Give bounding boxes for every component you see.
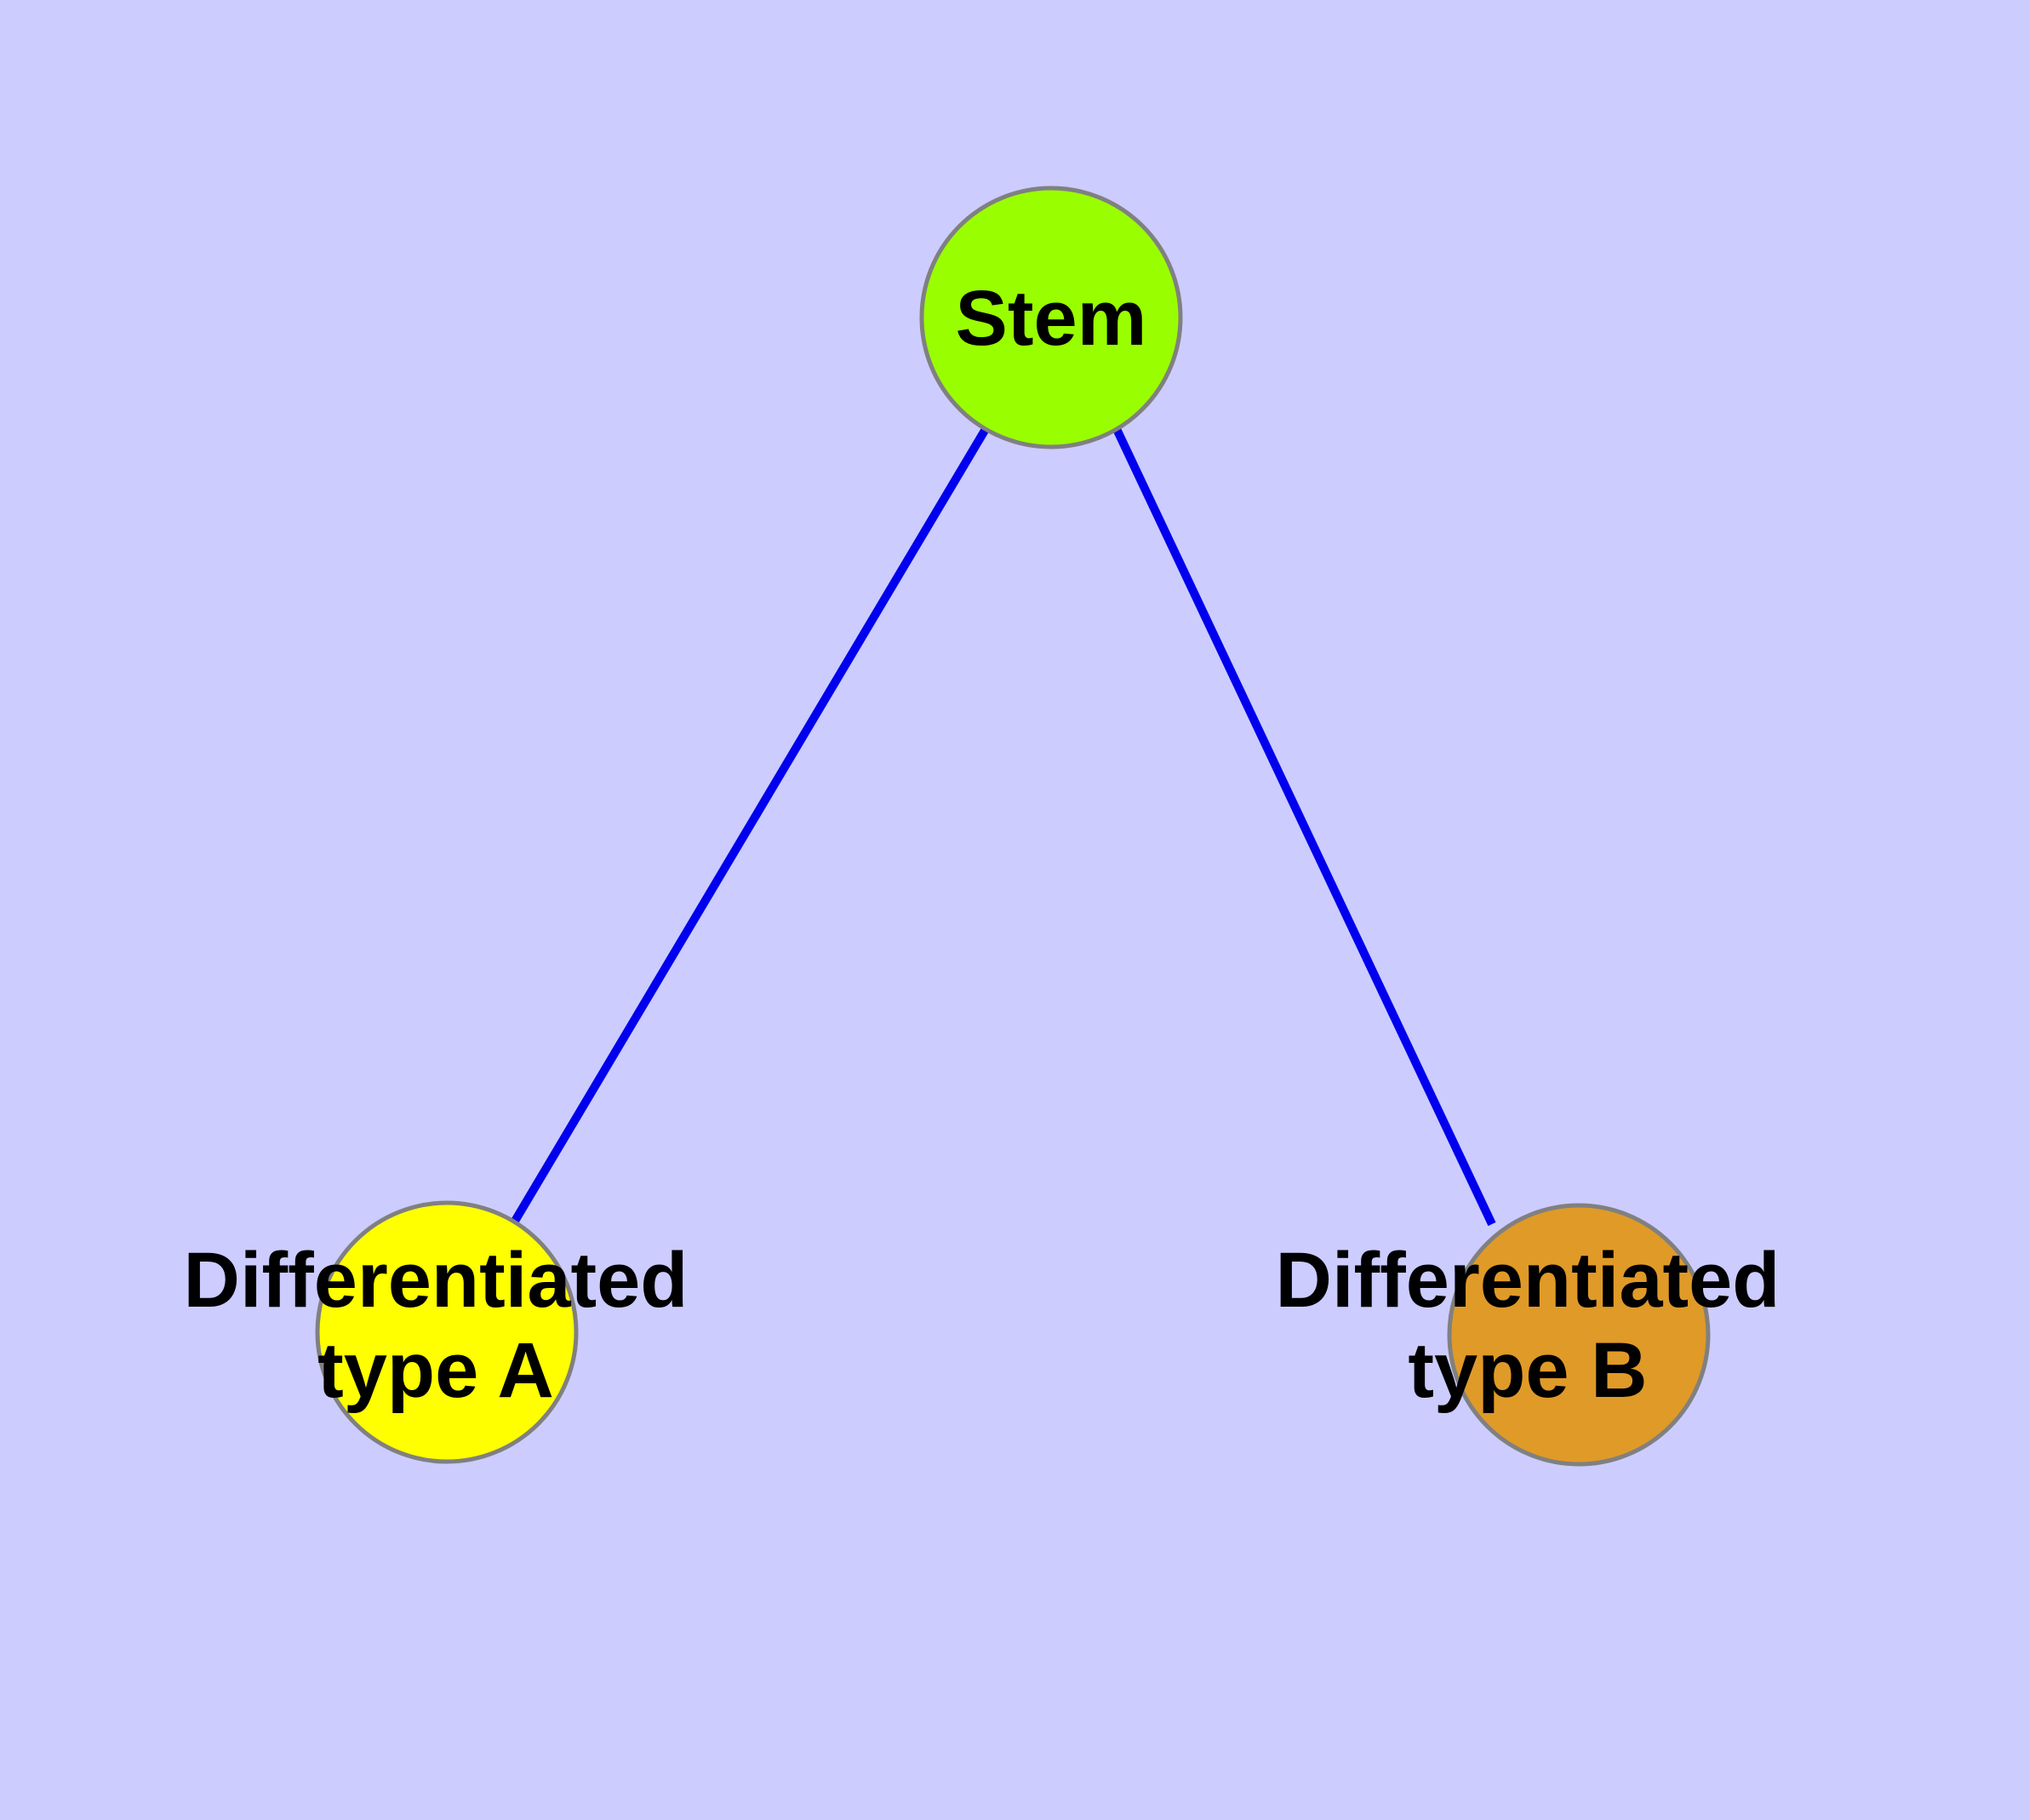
node-stem[interactable]: [919, 186, 1183, 449]
node-label-stem: Stem: [956, 275, 1147, 362]
nodes-layer: [315, 186, 1711, 1467]
edge-stem-to-diff-b: [1112, 426, 1496, 1227]
edge-stem-to-diff-a: [510, 426, 990, 1225]
node-label-line: type A: [317, 1327, 554, 1414]
node-diff_a[interactable]: [315, 1200, 579, 1464]
node-label-line: Differentiated: [184, 1237, 689, 1324]
node-label-line: Stem: [956, 275, 1147, 362]
node-label-line: Differentiated: [1276, 1237, 1780, 1324]
node-label-line: type B: [1408, 1327, 1647, 1414]
edges-layer: [510, 426, 1496, 1227]
node-diff_b[interactable]: [1447, 1203, 1711, 1467]
